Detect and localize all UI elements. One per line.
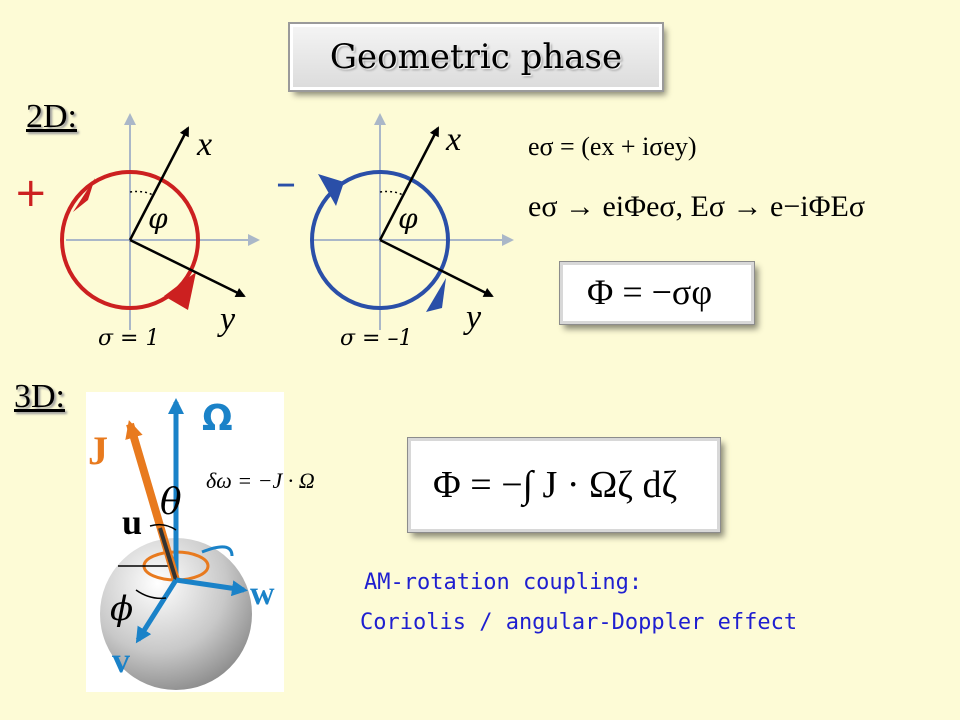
red-loop: [60, 170, 200, 310]
delta-omega-equation: δω = −J · Ω: [206, 468, 315, 493]
y-axis-rotated: [129, 238, 246, 298]
phi-label: ϕ: [110, 589, 133, 629]
v-vector: [135, 578, 179, 644]
sigma-label-right: σ = –1: [340, 326, 412, 351]
phase-equation-2d: Φ = −σφ: [587, 272, 713, 312]
boxed-equation-2d: Φ = −σφ: [559, 261, 755, 325]
theta-arc: [149, 523, 177, 531]
u-vector: [158, 527, 178, 581]
x-label: x: [445, 121, 461, 158]
caption-line-2: Coriolis / angular-Doppler effect: [360, 610, 798, 635]
section-2d-label: 2D:: [26, 98, 77, 135]
x-label: x: [196, 126, 212, 163]
w-label: w: [250, 575, 275, 612]
equation-phase-transform: eσ → eiΦeσ, Eσ → e−iΦEσ: [528, 190, 866, 223]
y-label: y: [463, 299, 482, 336]
omega-label: Ω: [202, 398, 233, 439]
minus-sign: –: [276, 160, 296, 206]
caption-line-1: AM-rotation coupling:: [364, 570, 643, 595]
phase-equation-3d: Φ = −∫ J · Ωζ dζ: [433, 464, 678, 506]
j-label: J: [88, 428, 108, 473]
page-title: Geometric phase: [329, 37, 623, 77]
w-vector: [175, 577, 248, 597]
title-box: Geometric phase: [288, 22, 664, 92]
phi-angle-label: φ: [398, 202, 418, 235]
blue-loop-arrow-top: [318, 174, 344, 206]
phi-arc: [135, 589, 167, 600]
blue-loop-arrow-bottom: [426, 278, 446, 312]
phi-angle-label: φ: [148, 202, 168, 235]
diagram-2d-right: x y φ – σ = –1: [276, 113, 514, 351]
x-axis-rotated: [378, 126, 440, 241]
y-label: y: [217, 301, 236, 338]
plus-sign: +: [14, 170, 48, 216]
red-loop-arrow-top: [73, 178, 95, 212]
rotation-arrow: [201, 545, 234, 557]
section-3d-label: 3D:: [14, 378, 65, 415]
y-axis-rotated: [379, 238, 494, 298]
blue-loop: [310, 170, 450, 310]
diagram-2d-left: x y φ + σ = 1: [14, 113, 260, 351]
boxed-equation-3d: Φ = −∫ J · Ωζ dζ: [407, 437, 721, 533]
sigma-label-left: σ = 1: [98, 326, 159, 351]
theta-label: θ: [160, 482, 182, 523]
x-axis-rotated: [128, 126, 190, 241]
equation-polarization-basis: eσ = (ex + iσey): [528, 132, 697, 161]
v-label: v: [112, 640, 130, 680]
sphere: [100, 538, 252, 690]
red-loop-arrow-bottom: [164, 272, 196, 310]
u-label: u: [122, 502, 142, 542]
